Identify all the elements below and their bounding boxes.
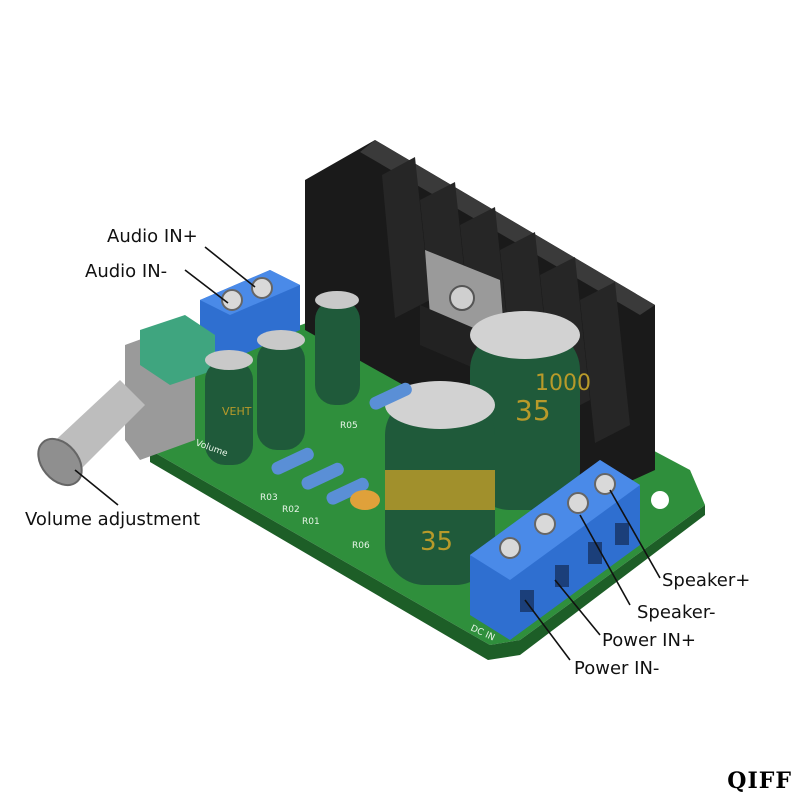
terminal-screw-icon bbox=[594, 473, 616, 495]
resistors bbox=[271, 382, 412, 510]
terminal-screw-icon bbox=[221, 289, 243, 311]
terminal-screw-icon bbox=[251, 277, 273, 299]
small-capacitors: VEHT bbox=[205, 291, 360, 465]
screw-icon bbox=[449, 285, 475, 311]
label-audio-in-plus: Audio IN+ bbox=[107, 226, 198, 247]
label-power-in-minus: Power IN- bbox=[574, 658, 660, 679]
big-cap-voltage-2: 35 bbox=[420, 527, 453, 557]
label-speaker-minus: Speaker- bbox=[637, 602, 716, 623]
label-volume-adjustment: Volume adjustment bbox=[25, 509, 201, 530]
silk-r06: R06 bbox=[352, 541, 370, 551]
ceramic-capacitor bbox=[350, 490, 380, 510]
silk-r02: R02 bbox=[282, 505, 300, 515]
silk-r01: R01 bbox=[302, 517, 320, 527]
volume-potentiometer bbox=[37, 315, 215, 487]
watermark-logo: QIFF bbox=[727, 768, 792, 794]
label-audio-in-minus: Audio IN- bbox=[85, 261, 168, 282]
terminal-screw-icon bbox=[499, 537, 521, 559]
small-cap-marking: VEHT bbox=[222, 405, 252, 418]
callout-lines bbox=[74, 246, 661, 661]
silk-r03: R03 bbox=[260, 493, 278, 503]
label-speaker-plus: Speaker+ bbox=[662, 570, 751, 591]
terminal-screw-icon bbox=[567, 492, 589, 514]
big-cap-value: 1000 bbox=[535, 371, 591, 396]
terminal-screw-icon bbox=[534, 513, 556, 535]
output-power-terminal bbox=[470, 460, 640, 640]
silk-r05: R05 bbox=[340, 421, 358, 431]
mounting-hole bbox=[651, 491, 669, 509]
label-power-in-plus: Power IN+ bbox=[602, 630, 696, 651]
large-capacitors: 35 1000 35 bbox=[385, 311, 591, 585]
big-cap-voltage: 35 bbox=[515, 394, 551, 427]
